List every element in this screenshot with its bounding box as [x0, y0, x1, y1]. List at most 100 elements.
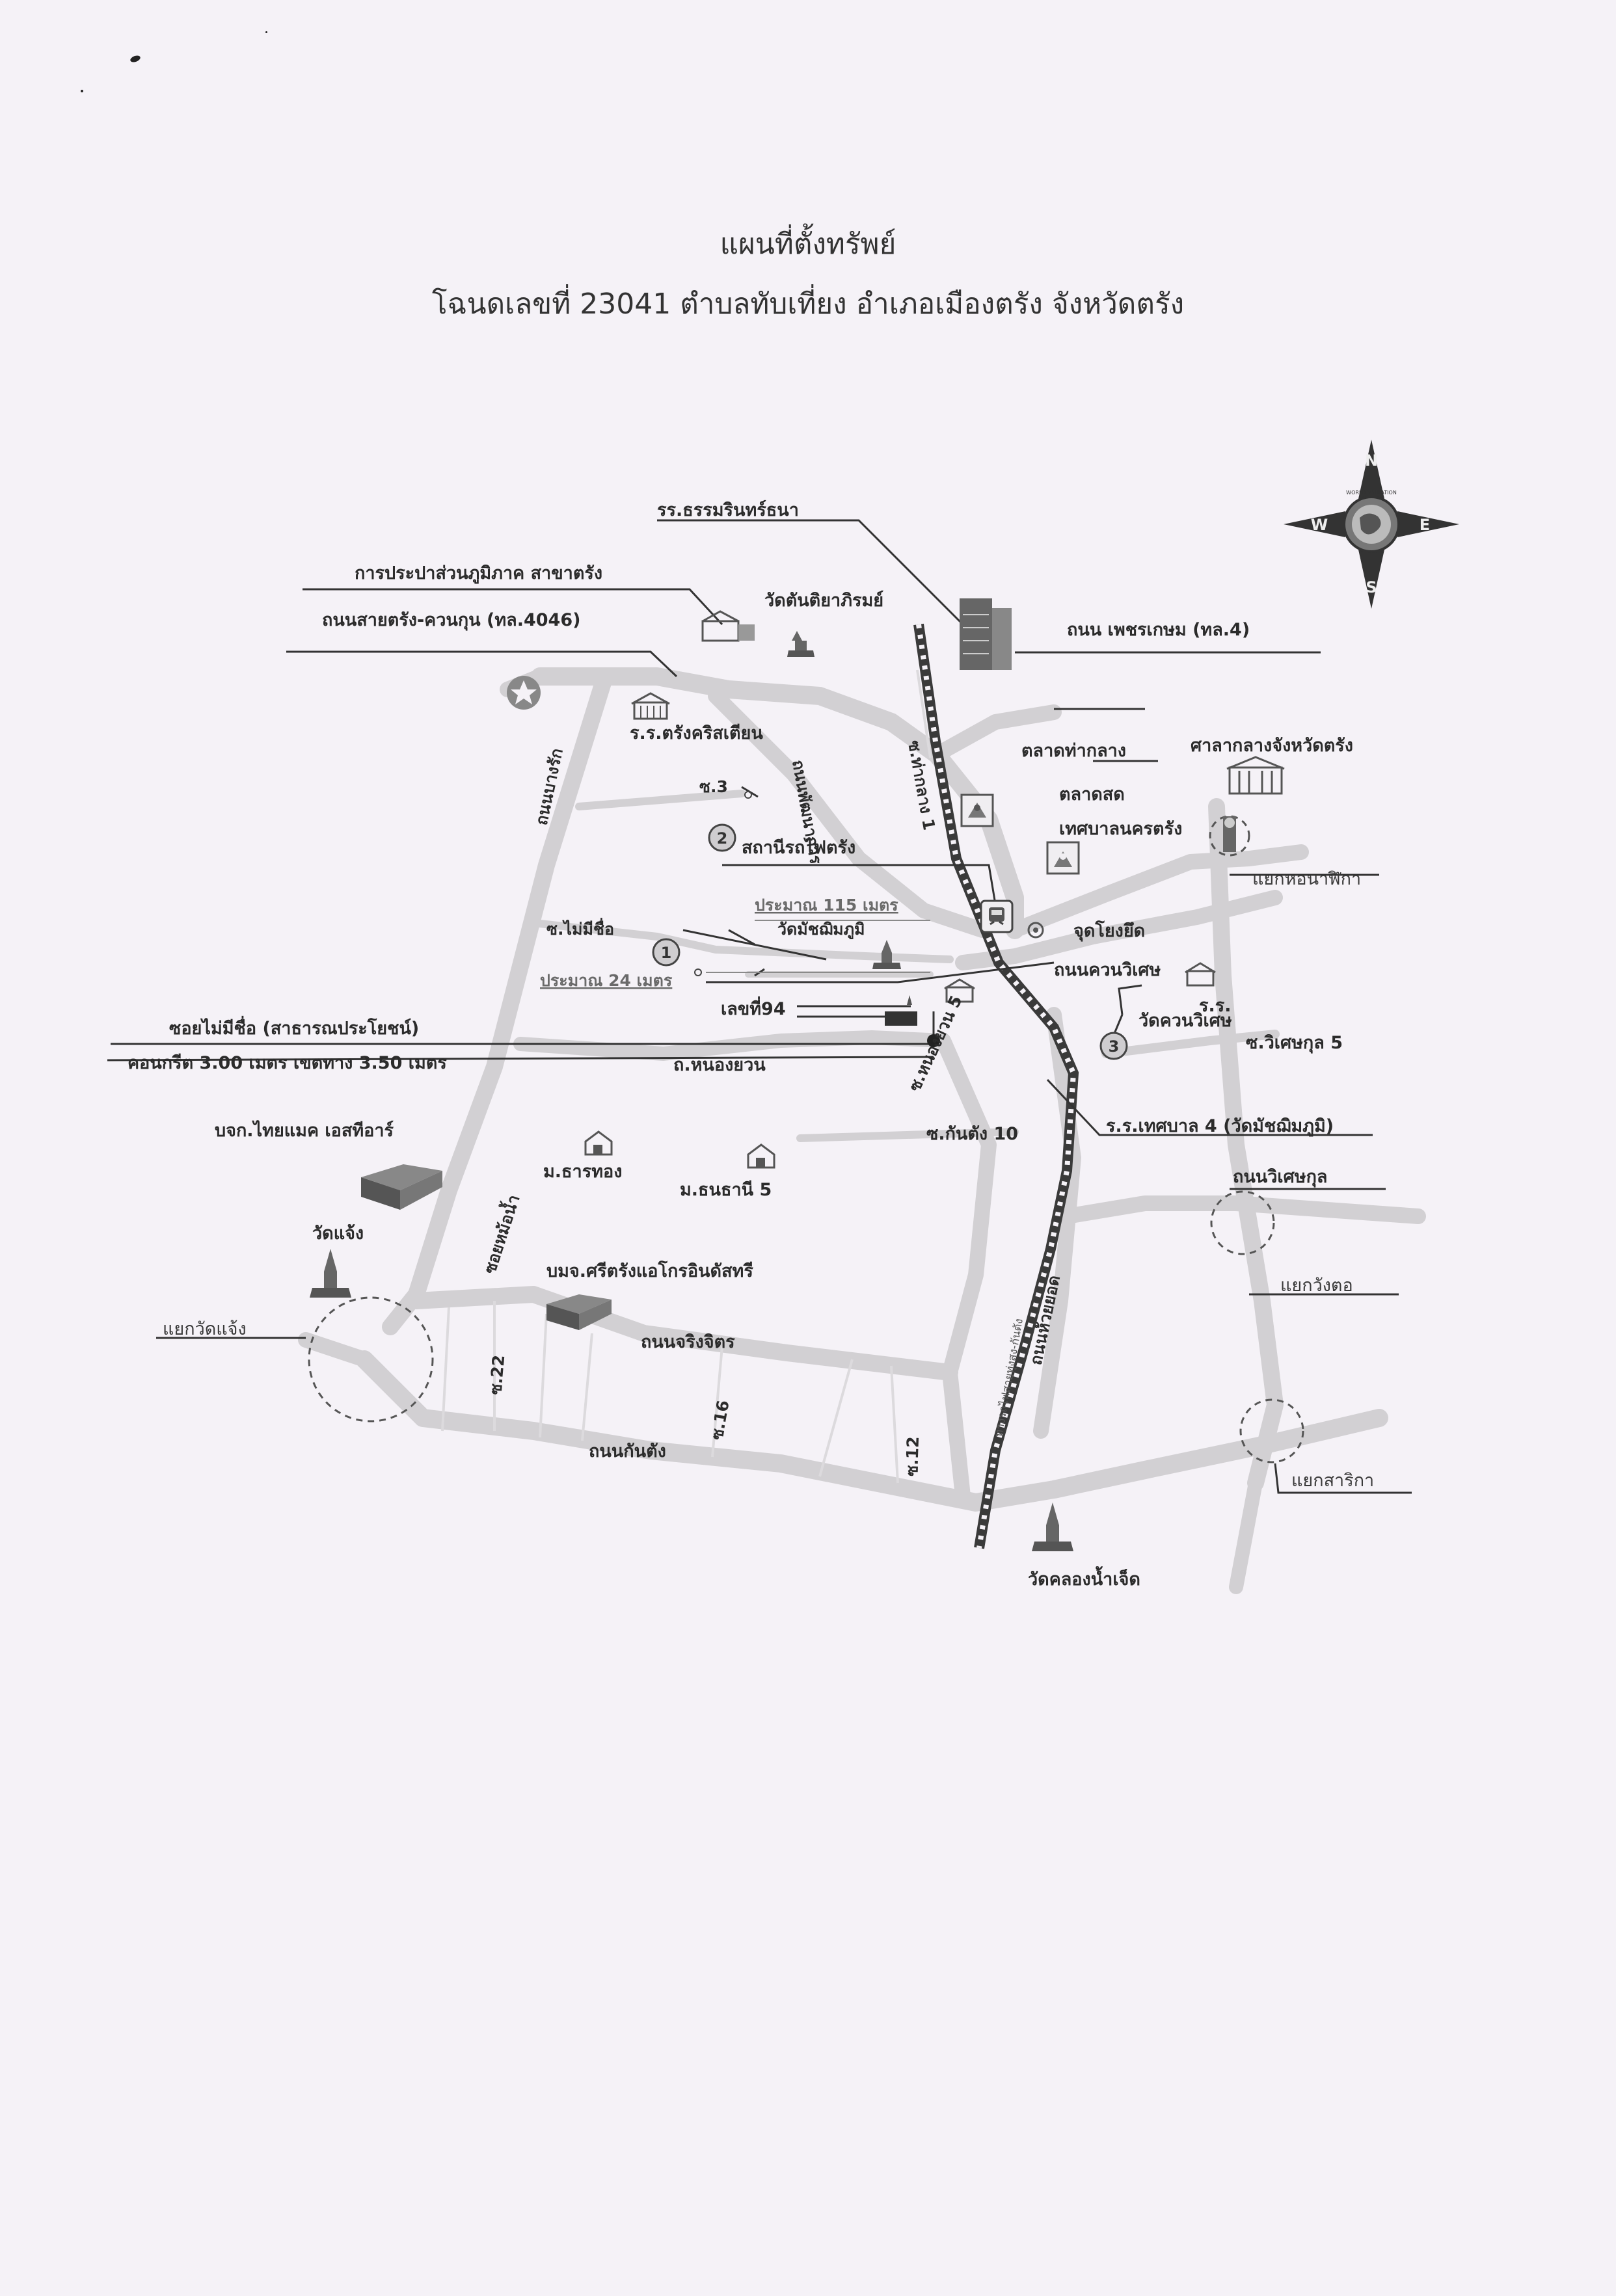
label-soi-unnamed: ซ.ไม่มีชื่อ — [546, 918, 614, 939]
train-station-icon — [980, 900, 1014, 933]
label-school-thammarin: รร.ธรรมรินทร์ธนา — [657, 500, 799, 520]
village-thanathani-icon — [747, 1143, 775, 1169]
road-wat-chaeng-west — [298, 1332, 372, 1367]
star-landmark-icon — [507, 676, 541, 710]
school-thetsaban-icon — [944, 978, 975, 1003]
point-2-number: 2 — [717, 829, 728, 848]
compass-south-arrow — [1357, 544, 1386, 609]
compass-s-label: S — [1366, 578, 1377, 596]
map-subtitle: โฉนดเลขที่ 23041 ตำบลทับเที่ยง อำเภอเมือ… — [431, 287, 1185, 321]
label-soi-3: ซ.3 — [699, 777, 728, 796]
road-soi3 — [575, 790, 746, 810]
point-3-number: 3 — [1109, 1037, 1120, 1056]
compass-west-arrow — [1284, 511, 1345, 537]
label-road-jarernjit: ถนนจริงจิตร — [641, 1332, 735, 1352]
road-wangto-ns — [1208, 798, 1284, 1491]
label-wat-khuanwiset: วัดควนวิเศษ — [1138, 1011, 1232, 1031]
road-soi-unnamed — [536, 920, 954, 963]
landmark-icons — [310, 598, 1285, 1551]
thai-mac-factory-icon — [361, 1164, 442, 1210]
label-train-station: สถานีรถไฟตรัง — [742, 837, 855, 858]
label-school-christian: ร.ร.ตรังคริสเตียน — [630, 723, 763, 743]
label-soi-12: ซ.12 — [902, 1436, 922, 1476]
label-viewpoint: จุดโยงยึด — [1073, 920, 1145, 942]
road-network — [298, 667, 1426, 1594]
compass-north-arrow — [1357, 440, 1386, 505]
fresh-market-icon — [1046, 841, 1080, 875]
label-talat-thaklang: ตลาดท่ากลาง — [1021, 741, 1126, 761]
label-waterworks: การประปาส่วนภูมิภาค สาขาตรัง — [355, 563, 602, 584]
road-phetkasem — [928, 745, 1024, 939]
road-wisetkun — [1059, 1195, 1426, 1224]
point-2-marker — [708, 823, 736, 852]
label-road-wisetkun: ถนนวิเศษกุล — [1233, 1167, 1327, 1188]
label-lek-thi: เลขที่94 — [721, 996, 786, 1019]
compass-e-label: E — [1420, 516, 1430, 534]
point-3-marker — [1099, 1032, 1128, 1060]
label-clock-tower: แยกหอนาฬิกา — [1252, 869, 1361, 889]
viewpoint-icon — [1027, 922, 1044, 939]
label-m-thanathani: ม.ธนธานี 5 — [680, 1180, 772, 1200]
road-east-north — [929, 704, 1062, 762]
provincial-hall-icon — [1226, 756, 1285, 795]
label-thai-mac: บจก.ไทยแมค เอสทีอาร์ — [215, 1120, 394, 1141]
intersection-markers — [308, 815, 1304, 1463]
school-christian-icon — [631, 692, 670, 720]
label-fresh-market-2: เทศบาลนครตรัง — [1059, 819, 1182, 839]
label-road-trang-kuankun: ถนนสายตรัง-ควนกุน (ทล.4046) — [322, 610, 580, 631]
label-wat-chaeng: วัดแจ้ง — [312, 1223, 364, 1244]
road-nongyuan — [513, 1030, 950, 1061]
temple-tantiya-icon — [787, 631, 815, 657]
office-building-icon — [960, 598, 1012, 670]
clock-tower-circle — [1209, 815, 1250, 857]
label-yaek-sarika: แยกสาริกา — [1291, 1471, 1374, 1491]
school-khuanwiset-icon — [1185, 962, 1216, 987]
label-soi-22: ซ.22 — [486, 1354, 508, 1396]
road-soi12-link — [944, 1367, 962, 1430]
label-school-thetsaban4: ร.ร.เทศบาล 4 (วัดมัชฌิมภูมิ) — [1106, 1116, 1334, 1137]
label-road-nongyuan: ถ.หนองยวน — [673, 1055, 766, 1075]
soi-lines — [441, 669, 932, 1484]
label-fresh-market-1: ตลาดสด — [1059, 784, 1125, 805]
waterworks-building-icon — [701, 610, 755, 642]
compass-n-label: N — [1365, 451, 1378, 470]
label-road-khuanwiset: ถนนควนวิเศษ — [1054, 960, 1161, 980]
label-soi-kantang10: ซ.กันตัง 10 — [926, 1124, 1018, 1144]
clock-tower-icon — [1223, 816, 1236, 852]
label-approx-24: ประมาณ 24 เมตร — [540, 971, 673, 990]
road-kantang — [355, 1350, 1388, 1512]
road-jarernjit — [408, 1286, 958, 1381]
railway-line — [913, 623, 1079, 1549]
yaek-wat-chaeng-circle — [308, 1296, 434, 1422]
map-title: แผนที่ตั้งทรัพย์ — [720, 228, 896, 261]
label-yaek-wat-chaeng: แยกวัดแจ้ง — [163, 1319, 247, 1339]
label-wat-khlong: วัดคลองน้ำเจ็ด — [1028, 1566, 1140, 1590]
compass-ring-text: WORLD VALUATION — [1346, 490, 1397, 496]
label-road-kantang: ถนนกันตัง — [589, 1441, 666, 1462]
label-approx-115: ประมาณ 115 เมตร — [755, 896, 898, 914]
market-thaklang-icon — [960, 794, 994, 827]
road-wisetkun5 — [1101, 1030, 1280, 1058]
label-soi-public: ซอยไม่มีชื่อ (สาธารณประโยชน์) — [169, 1015, 419, 1039]
yaek-sarika-circle — [1239, 1398, 1304, 1463]
label-wat-matchimaphum: วัดมัชฌิมภูมิ — [777, 920, 865, 940]
road-rail-west — [936, 1033, 997, 1504]
subject-property-marker — [885, 995, 940, 1047]
label-provincial-hall: ศาลากลางจังหวัดตรัง — [1191, 736, 1353, 756]
sri-trang-factory-icon — [546, 1294, 612, 1330]
temple-wat-chaeng-icon — [310, 1249, 351, 1298]
scan-speck — [265, 31, 267, 33]
point-1-number: 1 — [661, 944, 672, 962]
label-soi-16: ซ.16 — [707, 1399, 733, 1441]
temple-khlong-icon — [1032, 1502, 1073, 1551]
label-wat-tantiya: วัดตันติยาภิรมย์ — [764, 590, 883, 611]
road-trang-kuankun — [531, 667, 946, 764]
road-phatthanakan — [708, 688, 990, 938]
scan-speck — [81, 90, 83, 92]
label-sri-trang: บมจ.ศรีตรังแอโกรอินดัสทรี — [546, 1260, 753, 1281]
compass-rose: N S W E WORLD VALUATION — [1284, 440, 1459, 609]
label-rr: ร.ร. — [1199, 996, 1232, 1016]
compass-east-arrow — [1397, 511, 1459, 537]
distance-markers — [706, 920, 930, 973]
